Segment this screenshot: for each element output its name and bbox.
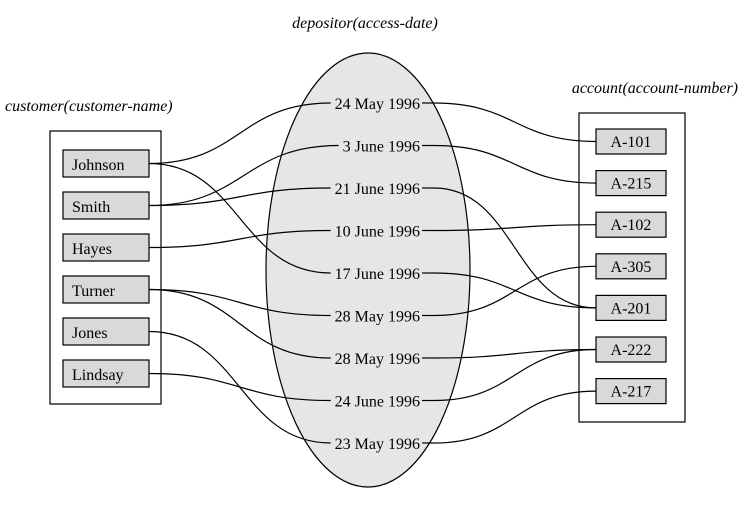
customer-caption: customer(customer-name) xyxy=(5,98,173,115)
access-date: 23 May 1996 xyxy=(335,436,420,453)
access-date: 24 May 1996 xyxy=(335,96,420,113)
date-account-link xyxy=(433,187,597,309)
customer-name: Hayes xyxy=(72,241,112,258)
depositor-caption: depositor(access-date) xyxy=(292,15,438,32)
account-box xyxy=(595,211,667,238)
date-account-link xyxy=(433,348,597,359)
account-number: A-102 xyxy=(611,217,652,234)
date-account-link xyxy=(433,144,597,184)
depositor-ellipse xyxy=(265,52,471,488)
customer-box xyxy=(62,317,150,346)
customer-date-link xyxy=(148,144,339,207)
access-date: 28 May 1996 xyxy=(335,351,420,368)
customer-box xyxy=(62,149,150,178)
customer-name: Johnson xyxy=(72,157,124,174)
account-box xyxy=(595,170,667,197)
customer-name: Smith xyxy=(72,199,110,216)
date-account-link xyxy=(433,265,597,317)
customer-date-link xyxy=(148,187,331,207)
customer-date-link xyxy=(148,162,331,274)
customer-date-link xyxy=(148,330,331,444)
account-box xyxy=(595,336,667,363)
customer-date-link xyxy=(148,102,331,165)
customer-box xyxy=(62,191,150,220)
account-number: A-222 xyxy=(611,342,652,359)
date-account-link xyxy=(433,390,597,444)
date-account-link xyxy=(433,348,597,402)
account-number: A-101 xyxy=(611,134,652,151)
access-date: 28 May 1996 xyxy=(335,309,420,326)
account-number: A-215 xyxy=(611,176,652,193)
customer-date-link xyxy=(148,288,331,359)
account-number: A-201 xyxy=(611,300,652,317)
access-date: 21 June 1996 xyxy=(335,181,420,198)
customer-box xyxy=(62,275,150,304)
account-box xyxy=(595,294,667,321)
access-date: 3 June 1996 xyxy=(343,139,420,156)
customer-box xyxy=(62,359,150,388)
account-number: A-217 xyxy=(611,384,652,401)
access-date: 24 June 1996 xyxy=(335,394,420,411)
date-account-link xyxy=(433,224,597,232)
access-date: 10 June 1996 xyxy=(335,224,420,241)
customer-date-link xyxy=(148,229,331,249)
account-box xyxy=(595,378,667,405)
customer-name: Turner xyxy=(72,283,116,300)
customer-name: Jones xyxy=(72,325,108,342)
connection-lines xyxy=(148,102,597,444)
account-box xyxy=(595,128,667,155)
customer-box xyxy=(62,233,150,262)
date-list: 24 May 1996 3 June 1996 21 June 1996 10 Jun… xyxy=(335,96,434,453)
account-box xyxy=(595,253,667,280)
account-caption: account(account-number) xyxy=(572,80,738,97)
account-number: A-305 xyxy=(611,259,652,276)
access-date: 17 June 1996 xyxy=(335,266,420,283)
customer-date-link xyxy=(148,288,331,317)
customer-name: Lindsay xyxy=(72,367,124,384)
date-account-link xyxy=(433,102,597,143)
